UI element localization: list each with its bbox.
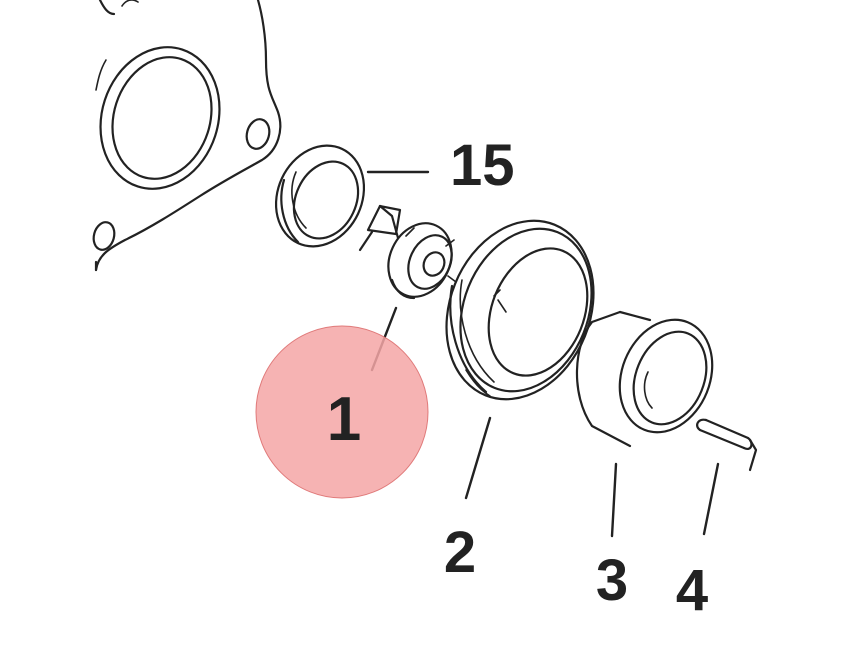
leader-4: [702, 462, 720, 536]
callout-3: 3: [596, 548, 628, 613]
highlight-circle: [255, 325, 429, 499]
callout-2: 2: [444, 520, 476, 585]
part-4-pin: [696, 418, 758, 472]
callout-1: 1: [327, 385, 361, 454]
part-3-sleeve: [575, 310, 714, 448]
part-1-impeller: [358, 204, 457, 300]
leader-2: [464, 416, 492, 500]
part-15-ring: [274, 144, 430, 248]
part-2-seal: [445, 219, 595, 401]
callout-15: 15: [450, 133, 515, 198]
housing-gasket: [92, 0, 282, 272]
leader-3: [610, 462, 618, 538]
callout-4: 4: [676, 558, 708, 623]
